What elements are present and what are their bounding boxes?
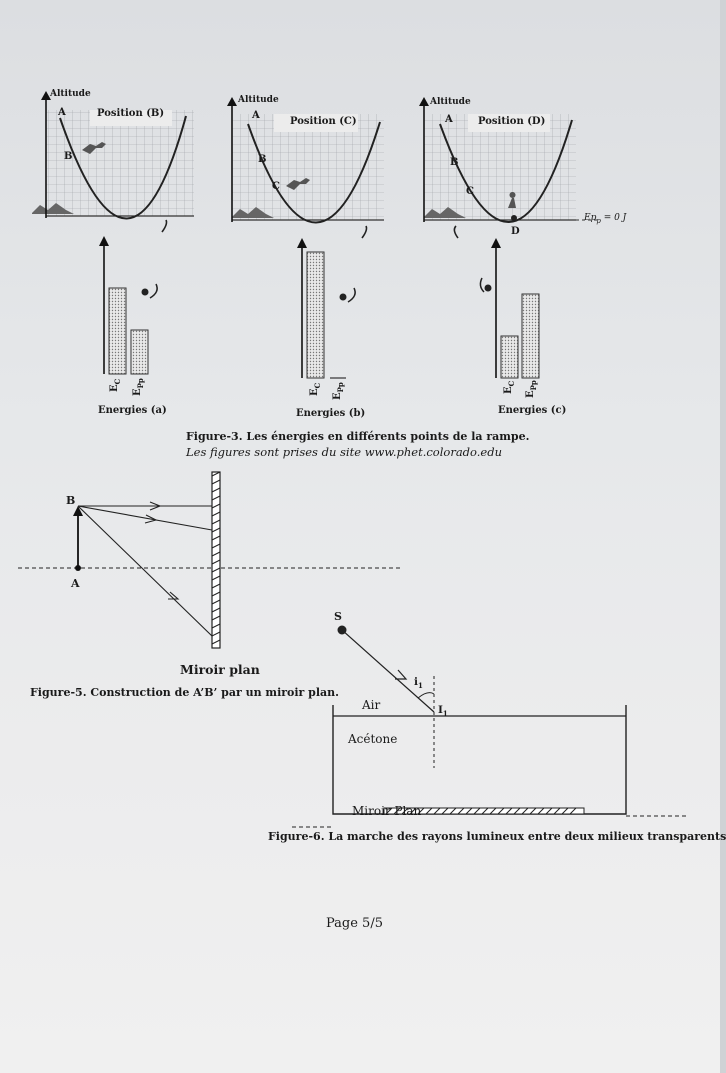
energies-label-c: Energies (c) (498, 405, 567, 416)
fig6-mirror-label: Miroir Plan (352, 804, 422, 818)
fig5-point-b: B (66, 494, 76, 507)
altitude-label-b: Altitude (238, 95, 279, 105)
point-b-b: B (258, 154, 267, 165)
point-c-b: C (272, 181, 280, 192)
position-label-b: Position (C) (290, 116, 357, 127)
figure-3-caption: Figure-3. Les énergies en différents poi… (186, 430, 530, 443)
panel-b-energy (297, 238, 356, 379)
epp-bar-a (130, 329, 149, 375)
ec-label-a: EC (109, 378, 122, 392)
epp-label-c: EPp (525, 380, 538, 398)
energies-label-a: Energies (a) (98, 405, 167, 416)
mirror-plan (211, 471, 221, 649)
panel-a-track (32, 91, 194, 233)
point-a-b: A (252, 110, 260, 121)
skater-icon (82, 142, 106, 154)
fig6-mirror (383, 807, 585, 815)
ec-bar-b (306, 251, 325, 379)
figure-5 (18, 471, 400, 649)
energies-label-b: Energies (b) (296, 408, 366, 419)
panel-b-track (227, 97, 384, 239)
panel-c-energy (479, 238, 540, 379)
figure-6-caption: Figure-6. La marche des rayons lumineux … (268, 830, 726, 843)
fig6-angle: i1 (414, 676, 423, 691)
point-b-a: B (64, 151, 73, 162)
point-b-c: B (450, 157, 459, 168)
ec-bar-a (108, 287, 127, 375)
ec-label-c: EC (503, 380, 516, 394)
epp-label-a: EPp (132, 378, 145, 396)
panel-c-track (419, 97, 600, 239)
position-label-a: Position (B) (97, 108, 165, 119)
fig6-air-label: Air (362, 698, 381, 712)
skater-icon (508, 192, 516, 208)
epp-bar-c (521, 293, 540, 379)
page-number: Page 5/5 (326, 916, 383, 931)
fig6-liquid-label: Acétone (348, 732, 398, 746)
panel-a-energy (99, 236, 158, 375)
epp-label-b: EPp (332, 382, 345, 400)
fig5-point-a: A (71, 577, 80, 590)
figure-6 (292, 625, 686, 828)
epp-zero-label: Epp = 0 J (584, 213, 627, 225)
point-c-c: C (466, 186, 474, 197)
fig6-source: S (334, 610, 342, 623)
ec-bar-c (500, 335, 519, 379)
figure-3 (32, 91, 600, 379)
point-d-c: D (511, 226, 520, 237)
point-a-c: A (445, 114, 453, 125)
container (332, 705, 627, 815)
skater-icon (286, 178, 310, 190)
figure-3-source: Les figures sont prises du site www.phet… (186, 445, 502, 459)
point-a-a: A (58, 107, 66, 118)
position-label-c: Position (D) (478, 116, 546, 127)
fig6-point-i: I1 (438, 704, 448, 719)
figure-5-caption: Figure-5. Construction de A’B’ par un mi… (30, 686, 340, 699)
fig5-mirror-label: Miroir plan (180, 662, 260, 677)
altitude-label-c: Altitude (430, 97, 471, 107)
ec-label-b: EC (309, 382, 322, 396)
altitude-label-a: Altitude (50, 89, 91, 99)
